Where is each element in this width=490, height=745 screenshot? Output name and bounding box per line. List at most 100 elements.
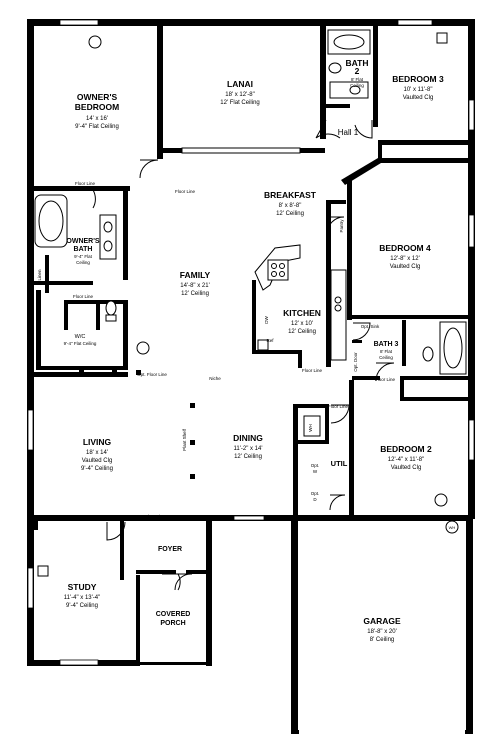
bedroom4-ceiling: Vaulted Clg xyxy=(390,264,421,270)
bath2-name-1: BATH xyxy=(346,58,369,68)
owners-bedroom-name-1: OWNER'S xyxy=(77,92,118,102)
bath3-name: BATH 3 xyxy=(374,341,399,348)
wic-name: W/C xyxy=(75,334,86,340)
lanai: LANAI 18' x 12'-8" 12' Flat Ceiling xyxy=(220,79,260,106)
kitchen: KITCHEN 12' x 10' 12' Ceiling xyxy=(283,308,321,335)
hall1-name: Hall 1 xyxy=(338,128,359,137)
garage-name: GARAGE xyxy=(363,616,401,626)
dining-dim: 11'-2" x 14' xyxy=(234,446,263,452)
floor-line-note-1: Floor Line xyxy=(175,189,196,194)
living-dim: 18' x 14' xyxy=(86,450,108,456)
d-note: D xyxy=(313,497,317,502)
bedroom-2: BEDROOM 2 12'-4" x 11'-8" Vaulted Clg xyxy=(380,444,432,471)
floor-line-note-3: Floor Line xyxy=(73,294,94,299)
niche-note: Niche xyxy=(209,376,221,381)
bedroom2-name: BEDROOM 2 xyxy=(380,444,432,454)
lanai-dim: 18' x 12'-8" xyxy=(225,92,254,98)
kitchen-ceiling: 12' Ceiling xyxy=(288,329,316,335)
linen-note: Linen xyxy=(37,269,42,281)
bedroom4-name: BEDROOM 4 xyxy=(379,243,431,253)
owners-bath-name-1: OWNER'S xyxy=(66,238,99,245)
wh-note: WH xyxy=(308,424,313,432)
pantry-note: Pantry xyxy=(339,219,344,233)
study-dim: 11'-4" x 13'-4" xyxy=(64,595,100,601)
bedroom4-dim: 12'-8" x 12' xyxy=(390,256,419,262)
bath2-ceiling-1: 8' Flat xyxy=(351,77,364,82)
garage: GARAGE 18'-8" x 20' 8' Ceiling xyxy=(363,616,401,643)
door-swings xyxy=(75,119,395,591)
bedroom-3: BEDROOM 3 10' x 11'-8" Vaulted Clg xyxy=(392,74,444,101)
floor-line-note-5: Floor Line xyxy=(328,404,349,409)
bedroom-4: BEDROOM 4 12'-8" x 12' Vaulted Clg xyxy=(379,243,431,270)
bedroom3-ceiling: Vaulted Clg xyxy=(403,95,434,101)
owners-bedroom-name-2: BEDROOM xyxy=(75,102,119,112)
w-note: W xyxy=(313,469,318,474)
bedroom2-ceiling: Vaulted Clg xyxy=(391,465,422,471)
kitchen-name: KITCHEN xyxy=(283,308,321,318)
living-ceiling-2: 9'-4" Ceiling xyxy=(81,466,113,472)
opt-note-1: Opt. xyxy=(311,463,320,468)
family-name: FAMILY xyxy=(180,270,211,280)
foyer-name: FOYER xyxy=(158,546,182,553)
fixtures xyxy=(34,29,467,577)
floor-line-note-6: Floor Line xyxy=(375,377,396,382)
study: STUDY 11'-4" x 13'-4" 9'-4" Ceiling xyxy=(64,582,100,609)
opt-note-2: Opt. xyxy=(311,491,320,496)
bath-2: BATH 2 8' Flat Ceiling xyxy=(346,58,369,88)
lanai-ceiling: 12' Flat Ceiling xyxy=(220,100,260,106)
covered-porch: COVERED PORCH xyxy=(156,611,191,627)
owners-bath-ceiling-2: Ceiling xyxy=(76,260,90,265)
bedroom3-dim: 10' x 11'-8" xyxy=(404,87,433,93)
breakfast-name: BREAKFAST xyxy=(264,190,317,200)
bath2-name-2: 2 xyxy=(355,66,360,76)
living: LIVING 18' x 14' Vaulted Clg 9'-4" Ceili… xyxy=(81,437,113,472)
study-ceiling: 9'-4" Ceiling xyxy=(66,603,98,609)
living-name: LIVING xyxy=(83,437,112,447)
bath3-ceiling-1: 8' Flat xyxy=(380,349,393,354)
notes: Floor Line Floor Line Floor Line Floor L… xyxy=(37,181,455,530)
owners-bath-name-2: BATH xyxy=(74,246,93,253)
dining-ceiling: 12' Ceiling xyxy=(234,454,262,460)
owners-bedroom-dim: 14' x 16' xyxy=(86,116,108,122)
lanai-name: LANAI xyxy=(227,79,253,89)
living-ceiling-1: Vaulted Clg xyxy=(82,458,113,464)
kitchen-dim: 12' x 10' xyxy=(291,321,313,327)
floor-line-note-4: Floor Line xyxy=(302,368,323,373)
ref-note: Ref xyxy=(266,338,274,343)
owners-bath: OWNER'S BATH 9'-4" Flat Ceiling xyxy=(66,238,99,265)
family-ceiling: 12' Ceiling xyxy=(181,291,209,297)
owners-bedroom: OWNER'S BEDROOM 14' x 16' 9'-4" Flat Cei… xyxy=(75,92,119,130)
bath3-ceiling-2: Ceiling xyxy=(379,355,393,360)
plant-shelf-note: Plant Shelf xyxy=(182,428,187,451)
breakfast: BREAKFAST 8' x 8'-8" 12' Ceiling xyxy=(264,190,317,217)
family-dim: 14'-8" x 21' xyxy=(180,283,209,289)
opt-floor-line-note: Opt. Floor Line xyxy=(137,372,167,377)
porch-name-1: COVERED xyxy=(156,611,191,618)
wh-garage-note: WH xyxy=(449,525,456,530)
porch-name-2: PORCH xyxy=(160,620,185,627)
garage-ceiling: 8' Ceiling xyxy=(370,637,395,643)
bath2-ceiling-2: Ceiling xyxy=(350,83,364,88)
opt-sink-note: Opt. Sink xyxy=(361,324,380,329)
bedroom2-dim: 12'-4" x 11'-8" xyxy=(388,457,424,463)
owners-bath-ceiling-1: 9'-4" Flat xyxy=(74,254,92,259)
wic: W/C 9'-4" Flat Ceiling xyxy=(64,334,97,346)
wic-ceiling: 9'-4" Flat Ceiling xyxy=(64,341,97,346)
columns xyxy=(79,370,195,479)
floor-line-note-7: Floor Line xyxy=(145,514,166,519)
study-name: STUDY xyxy=(68,582,97,592)
util-name: UTIL xyxy=(331,459,348,468)
bath-3: BATH 3 8' Flat Ceiling xyxy=(374,341,399,360)
owners-bedroom-ceiling: 9'-4" Flat Ceiling xyxy=(75,124,119,130)
floor-line-note-2: Floor Line xyxy=(75,181,96,186)
windows xyxy=(27,19,475,666)
garage-dim: 18'-8" x 20' xyxy=(367,629,396,635)
dining-name: DINING xyxy=(233,433,263,443)
family: FAMILY 14'-8" x 21' 12' Ceiling xyxy=(180,270,211,297)
breakfast-ceiling: 12' Ceiling xyxy=(276,211,304,217)
opt-door-note: Opt. Door xyxy=(353,352,358,372)
bedroom3-name: BEDROOM 3 xyxy=(392,74,444,84)
dining: DINING 11'-2" x 14' 12' Ceiling xyxy=(233,433,263,460)
dw-note: DW xyxy=(264,316,269,324)
